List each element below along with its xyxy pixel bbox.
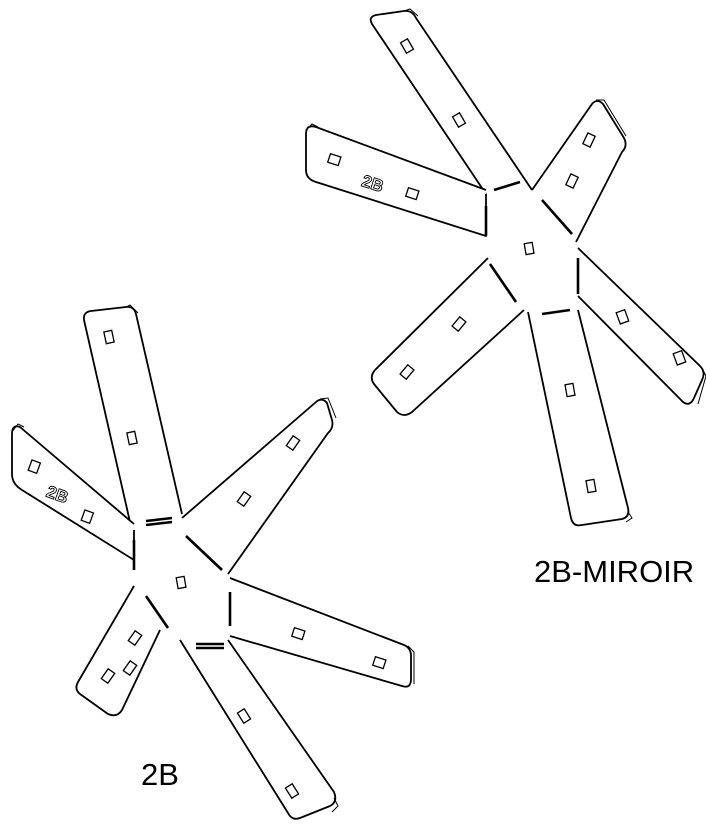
center-slot xyxy=(175,575,187,590)
arm-lower xyxy=(527,309,633,527)
arm-lower-left xyxy=(75,585,161,717)
star-plate-2b: 2B xyxy=(11,304,415,820)
fold-lines xyxy=(132,516,232,650)
star-plate-2b-miroir: 2B xyxy=(305,8,706,527)
arm-upper-right xyxy=(531,99,627,243)
part-label-2b-miroir: 2B-MIROIR xyxy=(534,554,694,589)
part-label-2b: 2B xyxy=(141,757,179,792)
arm-left: 2B xyxy=(11,423,135,561)
arm-lower xyxy=(179,639,339,820)
arm-left: 2B xyxy=(305,123,487,237)
arm-upper xyxy=(82,304,183,523)
arm-right xyxy=(229,577,415,688)
center-slot xyxy=(523,241,535,256)
arm-upper-right xyxy=(181,397,337,575)
fold-lines xyxy=(484,180,580,316)
arm-upper xyxy=(369,8,533,195)
arm-lower-left xyxy=(370,257,525,416)
arm-right xyxy=(577,247,706,405)
